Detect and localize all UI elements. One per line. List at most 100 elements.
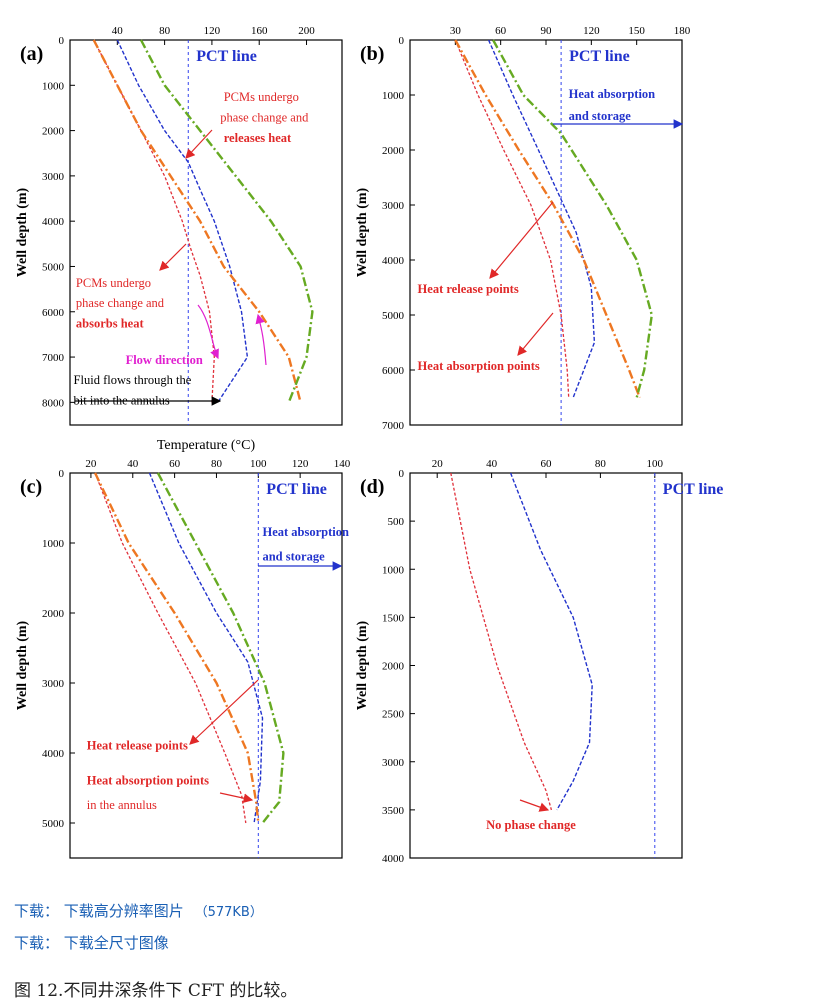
figure-caption: 图 12.不同井深条件下 CFT 的比较。	[14, 981, 298, 1001]
annotation-arrow	[219, 792, 254, 803]
y-tick-label: 3000	[42, 678, 65, 690]
annotation-text: Heat release points	[87, 739, 188, 753]
annotation-text: absorbs heat	[76, 317, 145, 331]
annotation-text: in the annulus	[87, 798, 157, 812]
series-line-red	[94, 472, 247, 824]
y-axis-label: Well depth (m)	[355, 187, 370, 277]
download-hires-row: 下载： 下载高分辨率图片 （577KB）	[14, 896, 263, 928]
y-tick-label: 3000	[382, 757, 405, 769]
y-tick-label: 4000	[42, 748, 65, 760]
x-tick-label: 80	[159, 25, 171, 37]
download-links: 下载： 下载高分辨率图片 （577KB） 下载： 下载全尺寸图像	[14, 896, 263, 958]
annotation-text: phase change and	[76, 296, 165, 310]
x-tick-label: 40	[112, 25, 124, 37]
download-hires-link[interactable]: 下载高分辨率图片	[63, 902, 184, 920]
y-tick-label: 7000	[42, 352, 65, 364]
x-tick-label: 80	[211, 458, 223, 470]
y-tick-label: 5000	[382, 310, 405, 322]
series-line-green	[156, 472, 285, 824]
annotation-arrow	[185, 129, 213, 159]
y-tick-label: 4000	[42, 216, 65, 228]
series-line-green	[139, 39, 314, 403]
y-tick-label: 6000	[42, 307, 65, 319]
x-axis-label: Temperature (°C)	[157, 438, 256, 453]
x-tick-label: 120	[583, 25, 600, 37]
plot-frame	[69, 472, 343, 859]
plot-frame	[409, 472, 683, 859]
annotation-arrow	[159, 243, 187, 271]
series-line-orange	[94, 472, 260, 824]
y-tick-label: 5000	[42, 261, 65, 273]
x-tick-label: 180	[674, 25, 691, 37]
y-tick-label: 2000	[382, 661, 405, 673]
y-tick-label: 1000	[382, 90, 405, 102]
series-line-blue	[116, 39, 249, 403]
series-line-red	[93, 39, 215, 403]
y-tick-label: 2000	[42, 126, 65, 138]
annotation-arrow	[519, 799, 550, 812]
series-line-red	[450, 472, 553, 811]
y-tick-label: 4000	[382, 255, 405, 267]
annotation-text: Heat absorption points	[87, 774, 209, 788]
annotation-text: PCMs undergo	[76, 276, 151, 290]
x-tick-label: 150	[628, 25, 645, 37]
x-tick-label: 100	[647, 458, 664, 470]
panel-label: (c)	[20, 476, 42, 498]
annotation-arrow	[489, 201, 554, 279]
series-line-green	[492, 39, 653, 398]
download-full-link[interactable]: 下载全尺寸图像	[63, 934, 169, 952]
annotation-text: Heat absorption	[569, 87, 656, 101]
annotation-arrow	[517, 312, 554, 356]
x-tick-label: 90	[541, 25, 553, 37]
y-tick-label: 0	[399, 35, 405, 47]
download-hires-size: （577KB）	[194, 905, 263, 920]
y-tick-label: 6000	[382, 365, 405, 377]
annotation-arrow	[197, 304, 219, 360]
annotation-text: phase change and	[220, 111, 309, 125]
x-tick-label: 30	[450, 25, 462, 37]
annotation-arrow	[189, 679, 259, 745]
x-tick-label: 40	[127, 458, 139, 470]
annotation-text: PCMs undergo	[224, 90, 299, 104]
x-tick-label: 60	[495, 25, 507, 37]
y-tick-label: 1000	[382, 564, 405, 576]
y-tick-label: 1500	[382, 612, 405, 624]
annotation-text: and storage	[262, 550, 325, 564]
pct-line-label: PCT line	[266, 481, 327, 498]
y-tick-label: 1000	[42, 80, 65, 92]
y-tick-label: 0	[59, 468, 65, 480]
annotation-text: No phase change	[486, 818, 576, 832]
y-tick-label: 0	[399, 468, 405, 480]
pct-line-label: PCT line	[569, 48, 630, 65]
y-tick-label: 2000	[382, 145, 405, 157]
download-hires-prefix: 下载：	[14, 902, 60, 920]
plot-frame	[69, 39, 343, 426]
annotation-text: Heat absorption points	[418, 359, 540, 373]
y-tick-label: 3000	[42, 171, 65, 183]
x-tick-label: 40	[486, 458, 498, 470]
annotation-text: Heat release points	[418, 282, 519, 296]
annotation-text: Heat absorption	[262, 525, 349, 539]
pct-line-label: PCT line	[663, 481, 724, 498]
y-tick-label: 5000	[42, 818, 65, 830]
annotation-text: and storage	[569, 109, 632, 123]
x-tick-label: 60	[169, 458, 181, 470]
y-axis-label: Well depth (m)	[355, 620, 370, 710]
x-tick-label: 160	[251, 25, 268, 37]
series-line-orange	[92, 39, 302, 403]
y-tick-label: 8000	[42, 397, 65, 409]
annotation-arrow	[255, 313, 267, 366]
annotation-text: Fluid flows through the	[74, 373, 192, 387]
x-tick-label: 20	[432, 458, 444, 470]
y-axis-label: Well depth (m)	[15, 620, 30, 710]
series-line-orange	[454, 39, 641, 398]
y-tick-label: 0	[59, 35, 65, 47]
y-tick-label: 500	[388, 516, 405, 528]
x-tick-label: 20	[85, 458, 97, 470]
pct-line-label: PCT line	[196, 48, 257, 65]
series-line-red	[454, 39, 570, 398]
